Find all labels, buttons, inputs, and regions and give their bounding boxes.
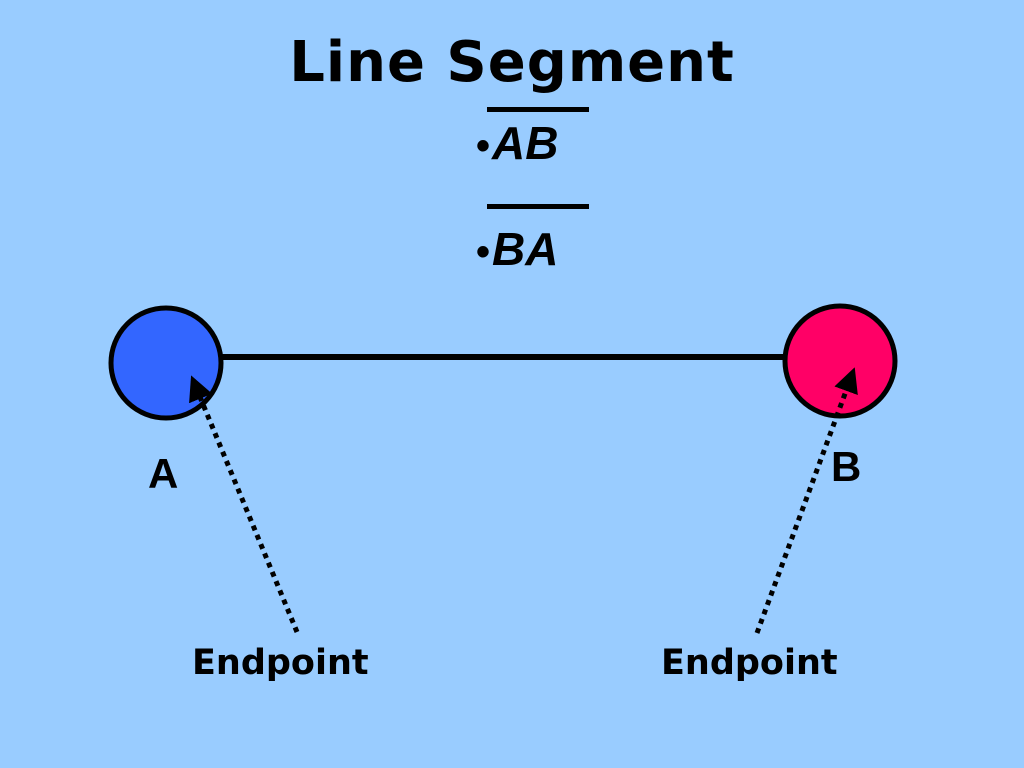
slide-title: Line Segment bbox=[289, 30, 735, 95]
segment-name-ab: AB bbox=[492, 117, 559, 169]
bullet: • bbox=[476, 124, 491, 168]
notation-ab: •AB bbox=[476, 116, 558, 170]
segment-name-ba: BA bbox=[492, 223, 559, 275]
notation-ba: •BA bbox=[476, 222, 558, 276]
bullet: • bbox=[476, 230, 491, 274]
point-label-a: A bbox=[148, 450, 179, 497]
point-label-b: B bbox=[831, 443, 862, 490]
callout-arrow-b bbox=[754, 367, 858, 634]
overline-ab bbox=[487, 107, 589, 112]
point-b bbox=[782, 303, 898, 419]
overline-ba bbox=[487, 204, 589, 209]
point-a bbox=[108, 305, 224, 421]
endpoint-label-b: Endpoint bbox=[661, 643, 838, 683]
endpoint-label-a: Endpoint bbox=[192, 643, 369, 683]
callout-arrow-a bbox=[189, 375, 300, 633]
